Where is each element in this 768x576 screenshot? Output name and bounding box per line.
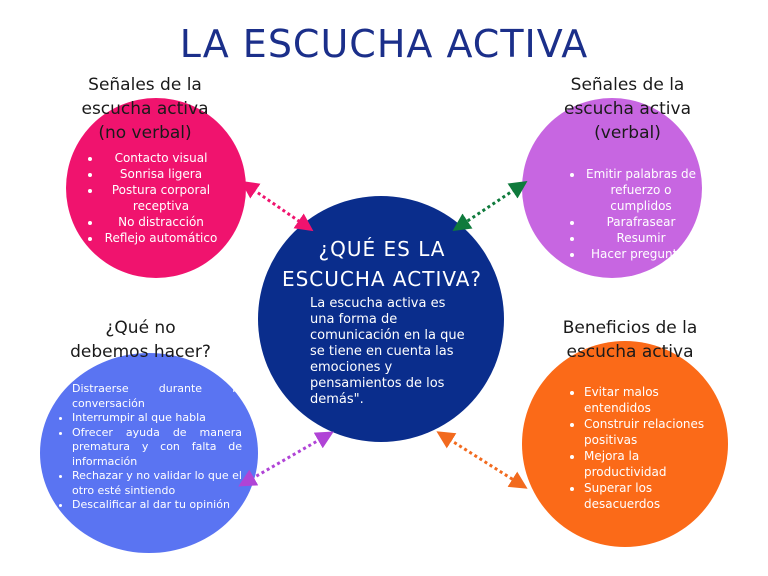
list-item: Hacer preguntas (584, 246, 698, 262)
list-item: Reflejo automático (102, 230, 220, 246)
list-item: Emitir palabras de refuerzo o cumplidos (584, 166, 698, 214)
list-item: Superar los desacuerdos (584, 480, 716, 512)
list-beneficios: Evitar malos entendidos Construir relaci… (566, 384, 716, 512)
list-item: Parafrasear (584, 214, 698, 230)
list-item: Ofrecer ayuda de manera prematura y con … (72, 426, 242, 470)
arrow-top-left (240, 180, 314, 232)
heading-que-no-hacer: ¿Qué no debemos hacer? (70, 318, 211, 362)
list-item: Resumir (584, 230, 698, 246)
list-item: Contacto visual (102, 150, 220, 166)
circle-no-verbal (66, 98, 246, 278)
arrow-top-right (452, 181, 528, 231)
main-title: LA ESCUCHA ACTIVA (179, 22, 589, 66)
arrow-bottom-right (436, 431, 528, 489)
list-item: Evitar malos entendidos (584, 384, 716, 416)
list-item: Descalificar al dar tu opinión (72, 498, 242, 513)
list-item: No distracción (102, 214, 220, 230)
list-item: Postura corporal receptiva (102, 182, 220, 214)
list-item: Interrumpir al que habla (72, 411, 242, 426)
circle-verbal (522, 98, 702, 278)
list-verbal: Emitir palabras de refuerzo o cumplidos … (566, 166, 698, 262)
list-no-verbal: Contacto visual Sonrisa ligera Postura c… (84, 150, 220, 246)
list-item: Sonrisa ligera (102, 166, 220, 182)
heading-beneficios: Beneficios de la escucha activa (562, 318, 698, 362)
circle-center (258, 196, 504, 442)
circle-beneficios (522, 341, 728, 547)
center-title: ¿QUÉ ES LA ESCUCHA ACTIVA? (281, 237, 483, 291)
list-item: Mejora la productividad (584, 448, 716, 480)
arrow-bottom-left (238, 431, 334, 487)
heading-no-verbal: Señales de la escucha activa (no verbal) (81, 75, 209, 143)
heading-verbal: Señales de la escucha activa (verbal) (563, 75, 691, 143)
circle-que-no-hacer (40, 353, 258, 553)
list-item: Rechazar y no validar lo que el otro est… (72, 469, 242, 498)
list-que-no-hacer: Distraerse durante la conversación Inter… (54, 382, 242, 513)
list-item: Distraerse durante la conversación (72, 382, 242, 411)
center-body: La escucha activa es una forma de comuni… (310, 296, 465, 407)
list-item: Construir relaciones positivas (584, 416, 716, 448)
